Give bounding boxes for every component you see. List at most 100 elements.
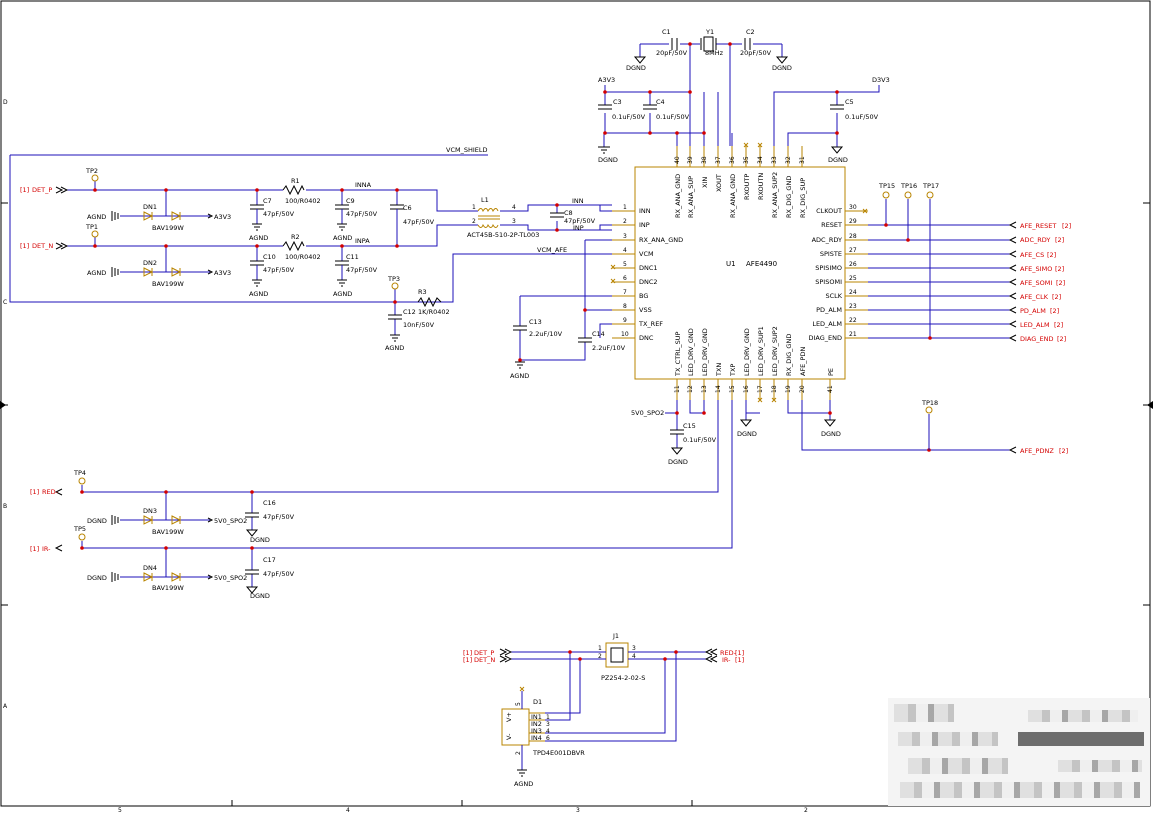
analog-supply-decoupling: A3V3 C3 0.1uF/50V C4 0.1uF/50V DGND bbox=[598, 76, 733, 164]
left-ports[interactable]: [1] DET_P [1] DET_N [1] RED- [1] IR- bbox=[20, 186, 69, 553]
d1-part: TPD4E001DBVR bbox=[532, 749, 585, 757]
pin-name-clkout: CLKOUT bbox=[816, 207, 842, 215]
port-afe-reset: AFE_RESET bbox=[1020, 222, 1056, 230]
r2-ref: R2 bbox=[291, 233, 300, 241]
dgnd-c16: DGND bbox=[250, 536, 270, 544]
pin-name-vcm: VCM bbox=[639, 250, 654, 258]
d1-ref: D1 bbox=[533, 698, 542, 706]
agnd-c7: AGND bbox=[249, 234, 268, 242]
pin-num-23: 23 bbox=[849, 303, 857, 310]
c11-ref: C11 bbox=[346, 253, 359, 261]
pin-name-top-39: RX_ANA_SUP bbox=[687, 176, 695, 218]
led-protection-ir: TP5 DGND DN4 BAV199W 5V0_SPO2 C17 47pF/5… bbox=[73, 525, 295, 600]
afe4490-chip-body[interactable] bbox=[634, 166, 846, 380]
port-ir-sheet: [1] bbox=[30, 545, 39, 553]
chip-right-pins: 30 29 28 27 26 25 24 23 22 21 CLKOUT RES… bbox=[808, 204, 868, 342]
port-afe-pdnz-sheet: [2] bbox=[1059, 447, 1068, 455]
chip-ref: U1 bbox=[726, 260, 736, 268]
redacted-bar-6 bbox=[1058, 760, 1142, 772]
pin-name-led-drv-sup2: LED_DRV_SUP2 bbox=[771, 326, 779, 376]
pin-num-9: 9 bbox=[623, 317, 627, 324]
j1-pin2: 2 bbox=[598, 653, 602, 660]
j1-det-p: DET_P bbox=[474, 649, 494, 657]
pin-num-1: 1 bbox=[623, 204, 627, 211]
port-det-p-sheet: [1] bbox=[20, 186, 29, 194]
pin-name-led-alm: LED_ALM bbox=[812, 320, 842, 328]
dgnd-c3: DGND bbox=[598, 156, 618, 164]
c11-value: 47pF/50V bbox=[346, 266, 378, 274]
connector-j1[interactable]: 12 34 J1 PZ254-2-02-S [1] DET_P [1] DET_… bbox=[463, 632, 744, 742]
c15-value: 0.1uF/50V bbox=[683, 436, 717, 444]
right-ports[interactable]: AFE_RESET [2] ADC_RDY [2] AFE_CS [2] AFE… bbox=[1008, 221, 1071, 455]
led-driver-nets: 5V0_SPO2 C15 0.1uF/50V DGND DGND DGND TP… bbox=[82, 399, 1010, 549]
pin-num-32: 32 bbox=[785, 156, 792, 164]
agnd-dn1: AGND bbox=[87, 213, 106, 221]
pin-num-17: 17 bbox=[757, 385, 764, 393]
pin-name-tx-ref: TX_REF bbox=[638, 320, 663, 328]
port-afe-reset-sheet: [2] bbox=[1062, 222, 1071, 230]
pin-name-afe-pdn: AFE_PDN bbox=[799, 347, 807, 376]
digital-supply-decoupling: D3V3 C5 0.1uF/50V DGND bbox=[773, 76, 890, 164]
redacted-title-block bbox=[888, 698, 1150, 806]
common-mode-choke-l1[interactable]: 1 2 4 3 L1 ACT45B-510-2P-TL003 INN INP C… bbox=[467, 196, 612, 239]
pin-num-40: 40 bbox=[674, 156, 681, 164]
redacted-bar-4 bbox=[1018, 732, 1144, 746]
r3-ref: R3 bbox=[418, 288, 427, 296]
port-afe-clk-sheet: [2] bbox=[1052, 293, 1061, 301]
l1-ref: L1 bbox=[481, 196, 489, 204]
tp2-pad bbox=[91, 174, 99, 182]
tp1-label: TP1 bbox=[85, 223, 98, 231]
j1-pin4: 4 bbox=[632, 653, 636, 660]
spi-bus-nets: TP15 TP16 TP17 bbox=[868, 182, 1010, 340]
c13-value: 2.2uF/10V bbox=[529, 330, 563, 338]
chip-part: AFE4490 bbox=[746, 260, 777, 268]
c17-ref: C17 bbox=[263, 556, 276, 564]
dgnd-c1: DGND bbox=[626, 64, 646, 72]
pin-num-2: 2 bbox=[623, 218, 627, 225]
border-zone-letters: D C B A 5 4 3 2 bbox=[3, 99, 808, 813]
c9-ref: C9 bbox=[346, 197, 355, 205]
pin-name-led-drv-gnd-12: LED_DRV_GND bbox=[687, 328, 695, 376]
port-afe-somi: AFE_SOMI bbox=[1020, 279, 1052, 287]
dn4-part: BAV199W bbox=[152, 584, 184, 592]
pin-num-6: 6 bbox=[623, 275, 627, 282]
pin-num-30: 30 bbox=[849, 204, 857, 211]
port-pd-alm-sheet: [2] bbox=[1050, 307, 1059, 315]
port-diag-end-sheet: [2] bbox=[1057, 335, 1066, 343]
tp5-label: TP5 bbox=[73, 525, 86, 533]
a3v3-dn2: A3V3 bbox=[214, 269, 231, 277]
svg-text:1: 1 bbox=[546, 714, 550, 721]
j1-det-n-sheet: [1] bbox=[463, 656, 472, 664]
d1-vminus: V- bbox=[505, 733, 513, 740]
pin-name-txn: TXN bbox=[715, 363, 723, 377]
svg-text:4: 4 bbox=[546, 728, 550, 735]
inp-net-label: INP bbox=[573, 224, 584, 232]
redacted-bar-5 bbox=[908, 758, 1008, 774]
r1-ref: R1 bbox=[291, 177, 300, 185]
redacted-bar-2 bbox=[1028, 710, 1138, 722]
dn1-part: BAV199W bbox=[152, 224, 184, 232]
svg-text:5: 5 bbox=[515, 702, 522, 706]
pin-num-35: 35 bbox=[743, 156, 750, 164]
zone-3: 3 bbox=[576, 807, 580, 813]
pin-num-11: 11 bbox=[674, 385, 681, 393]
dgnd-c17: DGND bbox=[250, 592, 270, 600]
j1-pin1: 1 bbox=[598, 645, 602, 652]
zone-b: B bbox=[3, 503, 7, 510]
pin-num-13: 13 bbox=[701, 385, 708, 393]
zone-2: 2 bbox=[804, 807, 808, 813]
zone-d: D bbox=[3, 99, 8, 106]
port-led-alm-sheet: [2] bbox=[1054, 321, 1063, 329]
pin-name-spisomi: SPISOMI bbox=[815, 278, 842, 286]
port-afe-cs: AFE_CS bbox=[1020, 251, 1044, 259]
pin-name-top-40: RX_ANA_GND bbox=[674, 174, 682, 218]
tp1-pad bbox=[91, 230, 99, 238]
pin-name-inp: INP bbox=[639, 221, 650, 229]
agnd-c12: AGND bbox=[385, 344, 404, 352]
port-afe-somi-sheet: [2] bbox=[1056, 279, 1065, 287]
agnd-c11: AGND bbox=[333, 290, 352, 298]
pin-num-21: 21 bbox=[849, 331, 857, 338]
zone-5: 5 bbox=[118, 807, 122, 813]
